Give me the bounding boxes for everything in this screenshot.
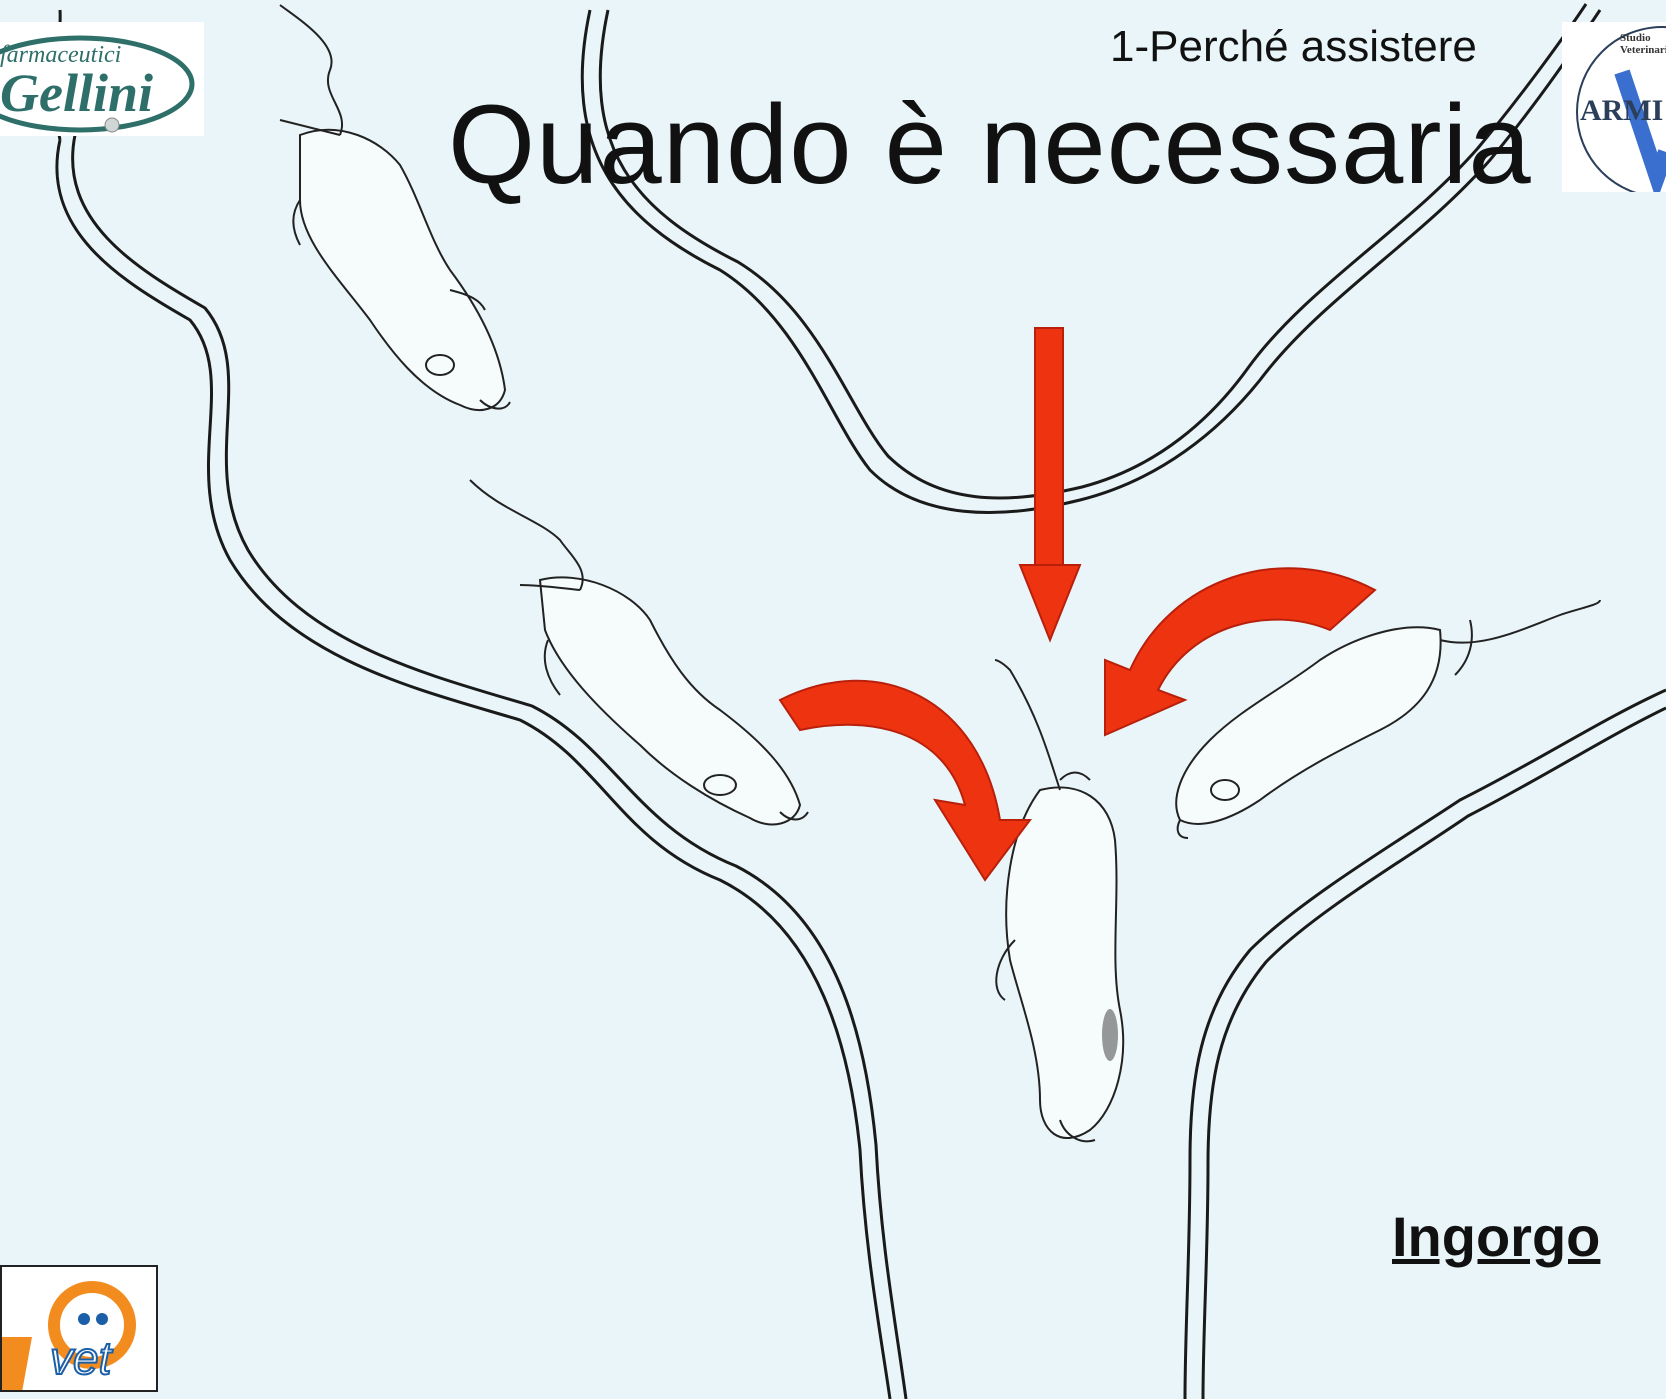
uterine-wall-center-right [598,3,1588,500]
vet-logo: vet [0,1265,158,1392]
uterine-wall-left-inner [71,134,908,1399]
slide-title: Quando è necessaria [448,82,1532,207]
puppy-center [994,659,1125,1143]
armi-logo: Studio Veterinario ARMI [1562,22,1666,192]
gellini-logo-name: Gellini [0,63,154,123]
slide-subtitle: 1-Perché assistere [1110,22,1477,71]
slide-caption: Ingorgo [1392,1205,1601,1268]
puppy-right [1175,599,1601,839]
armi-logo-name: ARMI [1580,94,1664,127]
arrow-straight-down [1018,327,1082,643]
uterine-wall-right-outer [1183,688,1666,1399]
uterine-wall-right-inner [1201,706,1666,1399]
armi-logo-studio: Studio Veterinario [1620,32,1666,56]
puppy-top-left [279,4,511,411]
uterine-wall-left-outer [55,139,892,1399]
vet-logo-mascot [2,1281,136,1390]
arrow-curved-left [778,679,1032,882]
gellini-logo: farmaceutici Gellini [0,22,204,136]
gellini-logo-tagline: farmaceutici [0,42,122,68]
vet-logo-name: vet [49,1331,112,1385]
armi-logo-circle [1576,26,1666,192]
arrow-curved-right [1104,567,1377,737]
puppy-middle-left [469,479,809,826]
gellini-logo-ring [0,35,195,133]
